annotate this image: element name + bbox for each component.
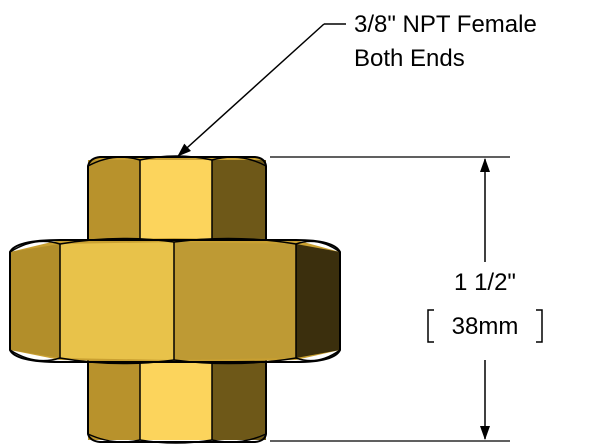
dimension-metric-brackets [427,309,543,343]
callout-label-line2: Both Ends [354,45,465,72]
dimension-metric: 38mm [452,313,519,340]
center-union-nut [9,237,341,365]
callout-leader [177,23,346,157]
bottom-hex-nut [87,355,267,444]
dimension-extension-lines [270,156,510,442]
callout-label-line1: 3/8" NPT Female [354,11,537,38]
dimension-imperial: 1 1/2" [454,269,516,296]
top-hex-nut [87,155,267,243]
